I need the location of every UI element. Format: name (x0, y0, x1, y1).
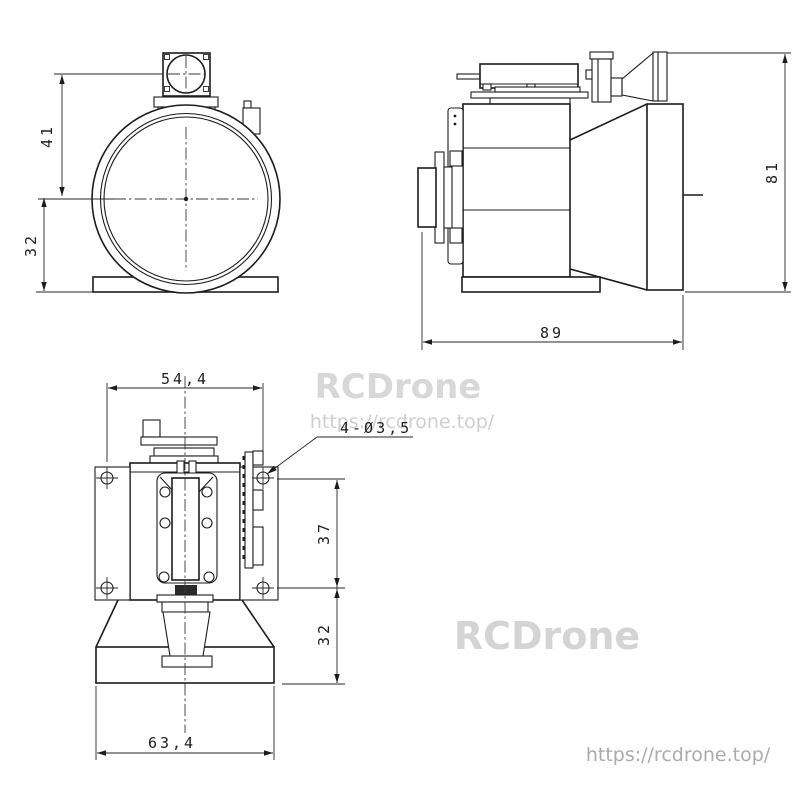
antenna-rod (456, 73, 481, 80)
horn-flange (652, 51, 668, 102)
top-mount-plate (470, 91, 589, 99)
watermark-brand-top: RCDrone (315, 367, 482, 407)
watermark-layer: RCDrone https://rcdrone.top/ RCDrone htt… (310, 367, 771, 766)
rear-box (646, 103, 684, 291)
top-knob (142, 419, 161, 438)
clamp-slot (171, 477, 200, 581)
hole-note-label: 4-Ø3,5 (340, 419, 412, 437)
leader-line (266, 436, 318, 475)
bottom-view (94, 376, 279, 733)
front-view-dimensions: 41 32 (22, 73, 163, 293)
cone-bottom-edge (569, 268, 648, 291)
clamp-screw (158, 571, 170, 583)
watermark-brand-bottom: RCDrone (454, 614, 640, 658)
mounting-holes (96, 467, 274, 599)
dimension-label-41: 41 (38, 124, 56, 148)
side-view-dimensions: 89 81 (421, 52, 791, 350)
clamp-screw (159, 517, 171, 529)
watermark-url-top: https://rcdrone.top/ (310, 411, 495, 433)
mount-wing-left (94, 466, 131, 601)
nozzle (162, 611, 211, 657)
clamp-screw (201, 486, 213, 498)
eyepiece-block (591, 58, 612, 103)
pcb-connector (252, 526, 264, 566)
dimension-label-89: 89 (540, 324, 564, 342)
clamp-screw (201, 517, 213, 529)
dimension-label-63-4: 63,4 (148, 734, 196, 752)
cone-top-edge (569, 103, 648, 141)
side-view (417, 51, 703, 293)
clamp-screw (203, 571, 215, 583)
viewfinder-circle (166, 54, 206, 94)
side-body (462, 103, 571, 278)
dimension-label-54-4: 54,4 (161, 370, 209, 388)
front-lens-barrel (417, 167, 437, 228)
dimension-label-32-front: 32 (22, 233, 40, 257)
pcb-board (244, 451, 254, 569)
front-view (91, 52, 281, 294)
side-base-plate (461, 276, 601, 293)
bottom-view-dimensions: 54,4 4-Ø3,5 37 32 63,4 (95, 370, 413, 760)
clamp-screw (159, 486, 171, 498)
dimension-label-32-bottom: 32 (315, 622, 333, 646)
dimension-label-81: 81 (763, 160, 781, 184)
dimension-label-37: 37 (315, 521, 333, 545)
pcb-connector (252, 489, 264, 511)
watermark-url-bottom: https://rcdrone.top/ (586, 744, 771, 766)
